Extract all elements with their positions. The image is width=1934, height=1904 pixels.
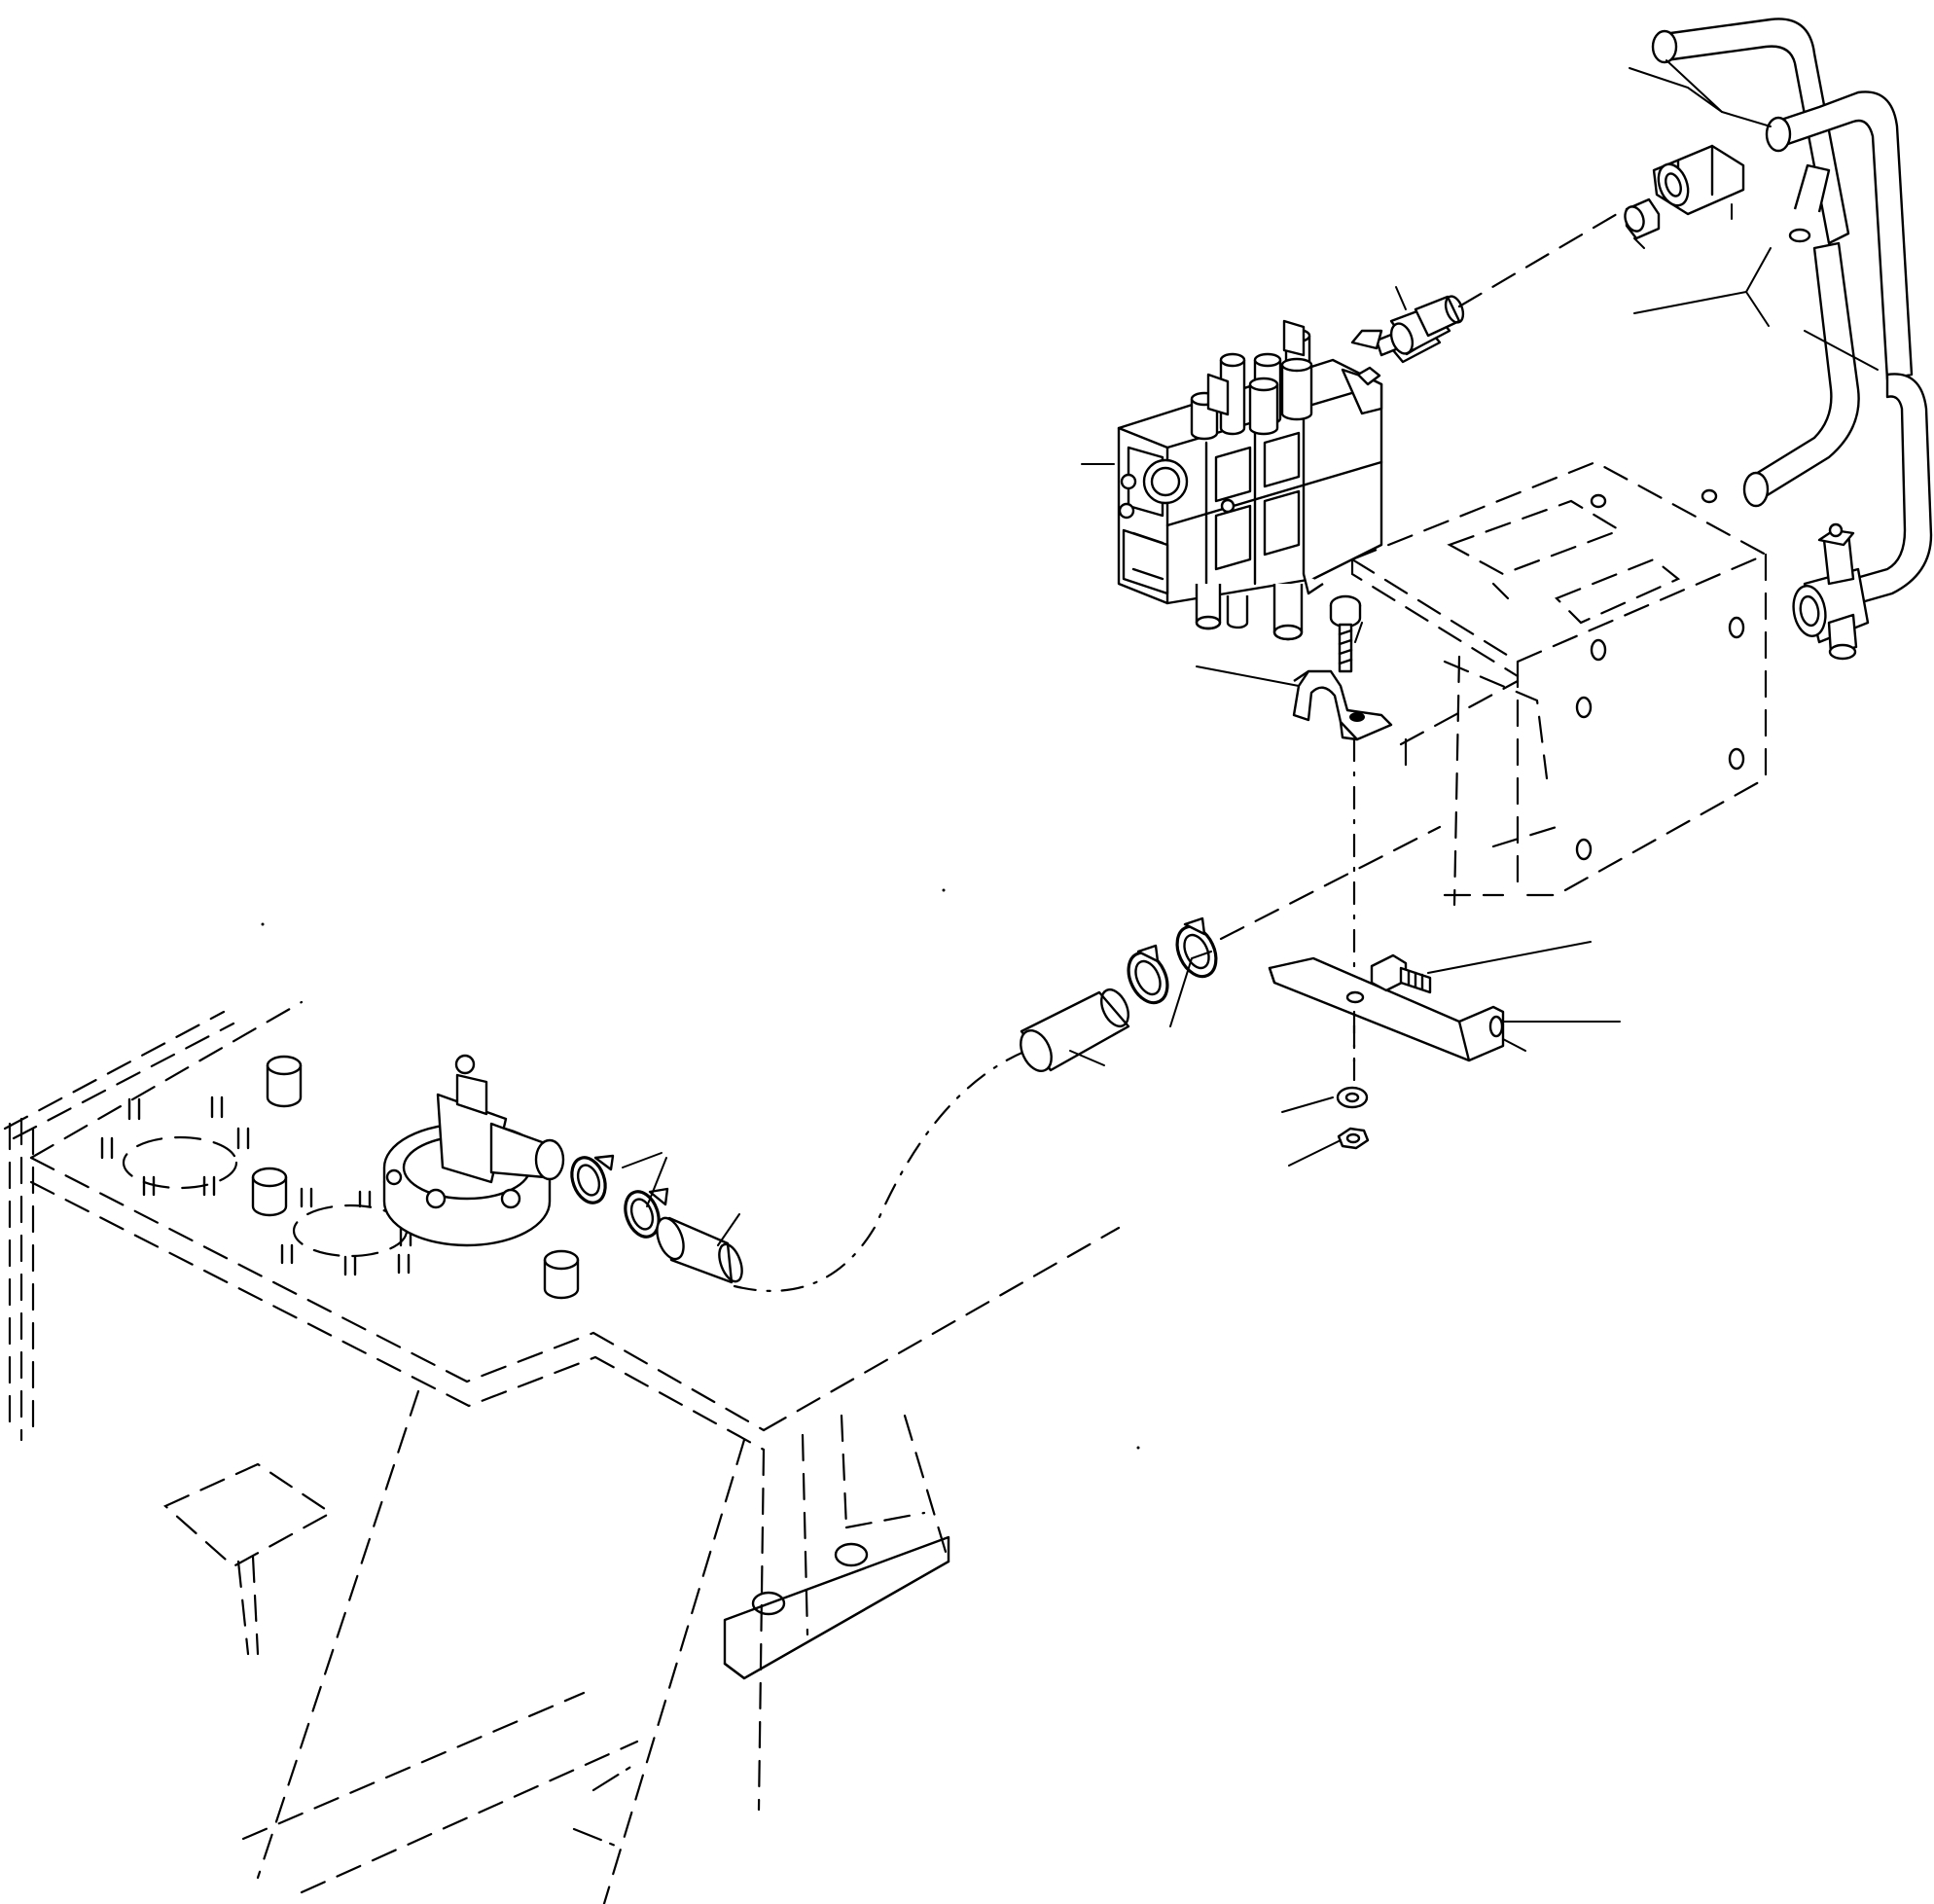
valve-port-adapter	[1389, 295, 1465, 355]
nut	[1337, 1127, 1370, 1150]
clamp-strap	[1292, 669, 1393, 741]
hose-sleeve-lower	[656, 1216, 743, 1284]
small-adapter	[1624, 198, 1661, 240]
hose-sleeve-upper	[1020, 988, 1130, 1072]
tank-frame	[3, 1000, 1121, 1904]
filter-head	[382, 1054, 565, 1247]
screw	[1329, 594, 1362, 673]
hose-clamp-upper	[1127, 916, 1218, 1005]
hose-line	[733, 1049, 1028, 1292]
hose-upper	[1651, 18, 1914, 381]
tee-fitting	[1792, 522, 1870, 661]
control-valve	[1117, 319, 1383, 641]
leader-lines	[622, 59, 1879, 1246]
bracket	[1268, 956, 1505, 1062]
centerline-hose	[1219, 825, 1442, 941]
hose-clamp-lower	[570, 1154, 669, 1239]
centerline-valve-port	[1457, 212, 1619, 308]
valve-mount-box	[1349, 460, 1769, 907]
bolt	[1370, 953, 1432, 994]
washer	[1336, 1086, 1369, 1109]
hex-adapter	[1652, 144, 1745, 216]
